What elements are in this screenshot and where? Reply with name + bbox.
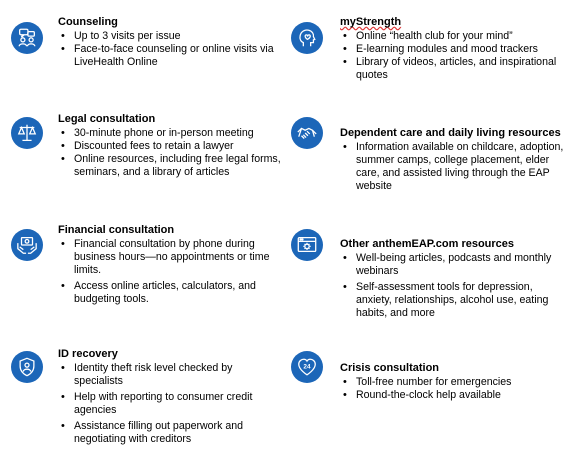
mystrength-bullets: Online “health club for your mind” E-lea… bbox=[340, 30, 565, 82]
counseling-bullets: Up to 3 visits per issue Face-to-face co… bbox=[58, 30, 288, 69]
list-item: Toll-free number for emergencies bbox=[340, 376, 565, 389]
crisis-bullets: Toll-free number for emergencies Round-t… bbox=[340, 376, 565, 402]
section-title-legal: Legal consultation bbox=[58, 113, 156, 125]
scales-icon bbox=[11, 117, 43, 149]
section-title-other-resources: Other anthemEAP.com resources bbox=[340, 238, 515, 250]
list-item: Discounted fees to retain a lawyer bbox=[58, 140, 284, 153]
list-item: E-learning modules and mood trackers bbox=[340, 43, 565, 56]
list-item: Self-assessment tools for depression, an… bbox=[340, 281, 565, 320]
list-item: Well-being articles, podcasts and monthl… bbox=[340, 252, 565, 278]
list-item: Financial consultation by phone during b… bbox=[58, 238, 284, 277]
section-title-id-recovery: ID recovery bbox=[58, 348, 118, 360]
list-item: Face-to-face counseling or online visits… bbox=[58, 43, 288, 69]
section-title-crisis: Crisis consultation bbox=[340, 362, 440, 374]
list-item: Round-the-clock help available bbox=[340, 389, 565, 402]
financial-bullets: Financial consultation by phone during b… bbox=[58, 238, 284, 306]
section-title-counseling: Counseling bbox=[58, 16, 118, 28]
handshake-icon bbox=[291, 117, 323, 149]
list-item: Identity theft risk level checked by spe… bbox=[58, 362, 284, 388]
counseling-people-icon bbox=[11, 22, 43, 54]
other-resources-bullets: Well-being articles, podcasts and monthl… bbox=[340, 252, 565, 320]
list-item: 30-minute phone or in-person meeting bbox=[58, 127, 284, 140]
list-item: Information available on childcare, adop… bbox=[340, 141, 565, 193]
list-item: Assistance filling out paperwork and neg… bbox=[58, 420, 284, 446]
id-recovery-bullets: Identity theft risk level checked by spe… bbox=[58, 362, 284, 446]
list-item: Access online articles, calculators, and… bbox=[58, 280, 284, 306]
heart-24-label: 24 bbox=[303, 364, 311, 371]
browser-gear-icon bbox=[291, 229, 323, 261]
list-item: Online “health club for your mind” bbox=[340, 30, 565, 43]
head-heart-icon bbox=[291, 22, 323, 54]
money-hands-icon bbox=[11, 229, 43, 261]
dependent-care-bullets: Information available on childcare, adop… bbox=[340, 141, 565, 193]
list-item: Library of videos, articles, and inspira… bbox=[340, 56, 565, 82]
shield-person-icon bbox=[11, 351, 43, 383]
list-item: Up to 3 visits per issue bbox=[58, 30, 288, 43]
section-title-financial: Financial consultation bbox=[58, 224, 175, 236]
list-item: Online resources, including free legal f… bbox=[58, 153, 284, 179]
list-item: Help with reporting to consumer credit a… bbox=[58, 391, 284, 417]
section-title-dependent-care: Dependent care and daily living resource… bbox=[340, 127, 561, 139]
heart-24-icon: 24 bbox=[291, 351, 323, 383]
section-title-mystrength: myStrength bbox=[340, 16, 402, 28]
legal-bullets: 30-minute phone or in-person meeting Dis… bbox=[58, 127, 284, 179]
